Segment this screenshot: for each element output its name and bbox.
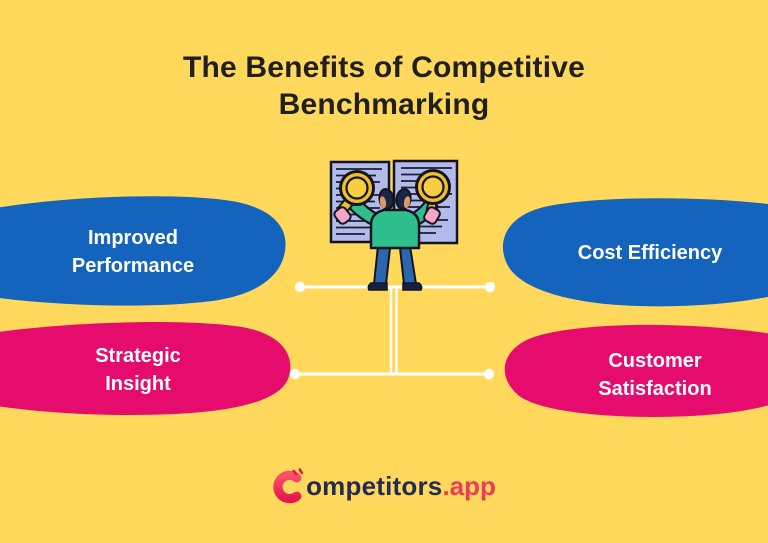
benefit-label-cost-efficiency: Cost Efficiency: [577, 241, 723, 264]
hand-left: [333, 206, 352, 225]
page-title: The Benefits of Competitive Benchmarking: [182, 51, 586, 121]
competitors-c-icon: [273, 468, 304, 504]
connector-dots: [289, 281, 496, 380]
benefit-blob-strategic-insight: [0, 322, 291, 415]
magnifying-glass-left-icon: [333, 170, 375, 225]
magnifying-glass-right-icon: [415, 169, 451, 225]
benefit-blob-cost-efficiency: [503, 198, 768, 307]
brand-suffix-text: .app: [442, 470, 496, 501]
benefit-label-improved-performance: Improved Performance: [71, 226, 195, 277]
brand-name-text: ompetitors: [306, 470, 443, 501]
comparison-illustration: [329, 159, 459, 291]
benefit-label-customer-satisfaction: Customer Satisfaction: [598, 349, 712, 400]
connector-lines: [295, 285, 490, 376]
benefit-label-strategic-insight: Strategic Insight: [95, 344, 181, 395]
benefit-blob-improved-performance: [0, 196, 286, 306]
hand-right: [423, 206, 441, 225]
brand-logo: ompetitors.app: [0, 468, 768, 504]
benefit-blob-customer-satisfaction: [504, 324, 768, 417]
head-right: [395, 188, 412, 210]
